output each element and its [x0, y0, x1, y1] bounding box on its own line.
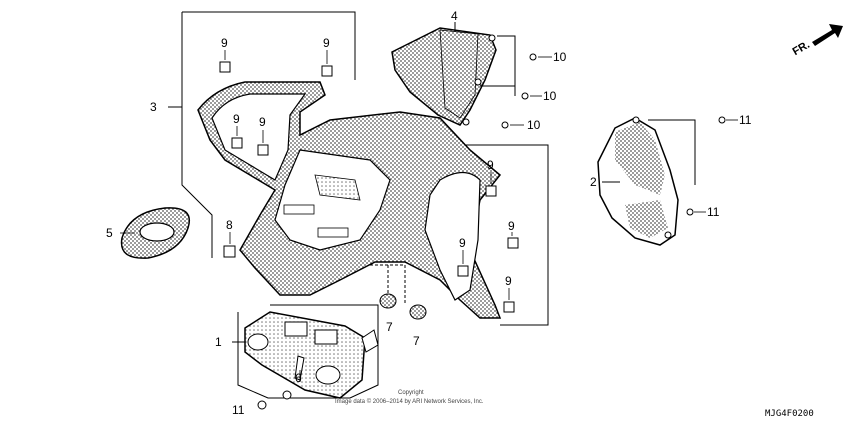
front-direction-arrow — [812, 24, 843, 46]
callout-c9c: 9 — [233, 112, 240, 126]
callout-c1: 1 — [215, 335, 222, 349]
switch-assembly-part-1 — [244, 311, 379, 399]
callout-c8: 8 — [226, 218, 233, 232]
bracket-4 — [454, 22, 516, 96]
copyright-line-2: Image data © 2006–2014 by ARI Network Se… — [335, 398, 484, 405]
callout-c9g: 9 — [459, 236, 466, 250]
clip-part-9 — [219, 61, 519, 313]
callout-c10c: 10 — [527, 118, 541, 132]
diagram-code: MJG4F0200 — [765, 409, 814, 419]
callout-c2: 2 — [590, 175, 597, 189]
callout-c9a: 9 — [221, 36, 228, 50]
callout-c10d: 11 — [739, 113, 752, 127]
callout-c3: 3 — [150, 100, 157, 114]
copyright-line-1: Copyright — [398, 390, 424, 396]
callout-c10a: 10 — [553, 50, 567, 64]
callout-c9f: 9 — [508, 219, 515, 233]
assembly-bracket-3 — [168, 11, 549, 326]
callout-c7b: 7 — [413, 334, 420, 348]
callout-c9h: 9 — [505, 274, 512, 288]
bracket-1 — [232, 304, 379, 399]
callout-labels: 4 10 10 10 11 11 2 3 5 9 9 9 9 8 9 9 9 9… — [106, 9, 814, 419]
leader-lines — [120, 50, 738, 382]
grommet-part-5 — [120, 207, 190, 259]
callout-c7a: 7 — [386, 320, 393, 334]
front-direction-label: FR. — [791, 39, 812, 58]
callout-c4: 4 — [451, 9, 458, 23]
callout-c10b: 10 — [543, 89, 557, 103]
callout-c9e: 9 — [487, 158, 494, 172]
grommet-part-7 — [379, 293, 427, 320]
callout-c9d: 9 — [259, 115, 266, 129]
cover-part-2 — [597, 116, 679, 246]
callout-c5: 5 — [106, 226, 113, 240]
cover-part-4 — [391, 27, 497, 126]
callout-c6: 6 — [295, 371, 302, 385]
callout-c11a: 11 — [232, 403, 245, 417]
bolt-part-11 — [257, 390, 292, 410]
bracket-7 — [370, 264, 406, 305]
bracket-2 — [602, 119, 696, 185]
callout-c9b: 9 — [323, 36, 330, 50]
bolt-part-10 — [501, 53, 726, 216]
clip-part-8 — [223, 245, 236, 258]
callout-c10e: 11 — [707, 205, 720, 219]
